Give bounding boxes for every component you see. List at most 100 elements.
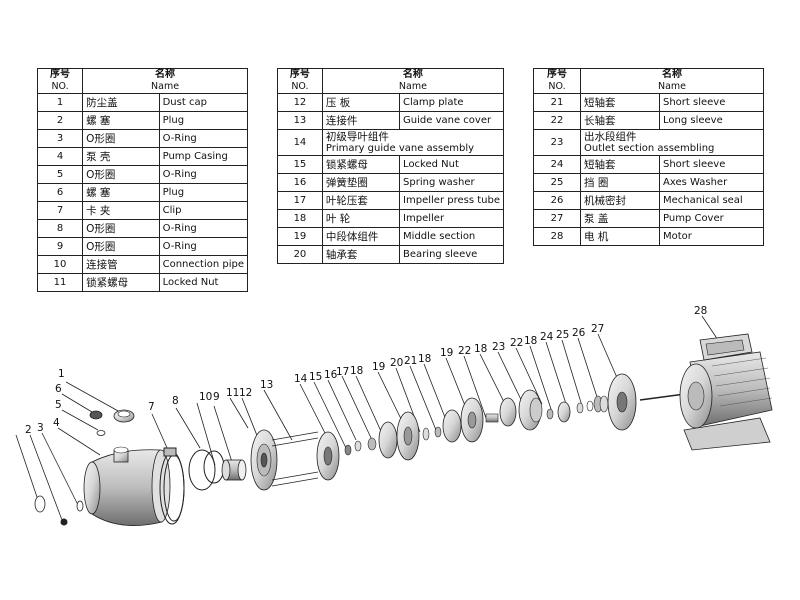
callout-24: 24 xyxy=(540,331,554,343)
long-sleeve-part xyxy=(546,408,554,420)
outlet-section-part xyxy=(518,389,543,431)
callout-17: 17 xyxy=(336,366,349,378)
callout-6: 6 xyxy=(55,383,62,395)
dust-cap-part xyxy=(113,409,135,423)
callout-11: 11 xyxy=(226,387,239,399)
callout-1: 1 xyxy=(58,368,65,380)
primary-guide-vane-part xyxy=(316,431,340,481)
callout-8: 8 xyxy=(172,395,179,407)
plug-part xyxy=(89,410,103,420)
callout-25: 25 xyxy=(556,329,569,341)
impeller-press-tube-part xyxy=(367,437,377,451)
callout-15: 15 xyxy=(309,371,322,383)
callout-18: 18 xyxy=(524,335,537,347)
callout-20: 20 xyxy=(390,357,403,369)
locked-nut-part xyxy=(344,444,352,456)
clamp-plate-part xyxy=(250,429,278,491)
impeller-part xyxy=(442,409,462,443)
plug-part xyxy=(60,518,68,526)
short-sleeve-part xyxy=(434,426,442,438)
mechanical-seal-part xyxy=(593,395,609,413)
o-ring-part xyxy=(96,430,106,436)
callout-19: 19 xyxy=(440,347,453,359)
long-sleeve-part xyxy=(485,413,499,423)
impeller-part xyxy=(499,397,517,427)
callout-22: 22 xyxy=(458,345,471,357)
connection-pipe-part xyxy=(221,459,247,481)
callout-3: 3 xyxy=(37,422,44,434)
callout-12: 12 xyxy=(239,387,252,399)
callout-18: 18 xyxy=(350,365,363,377)
clip-part xyxy=(159,447,185,525)
callout-4: 4 xyxy=(53,417,60,429)
callout-26: 26 xyxy=(572,327,586,339)
o-ring-part xyxy=(188,449,216,491)
middle-section-part xyxy=(460,397,484,443)
o-ring-part xyxy=(76,500,84,512)
callout-labels: 1 2 3 4 5 6 7 8 10 9 11 12 13 14 15 16 1… xyxy=(25,305,707,436)
callout-19: 19 xyxy=(372,361,385,373)
callout-21: 21 xyxy=(404,355,417,367)
short-sleeve-part xyxy=(576,402,584,414)
callout-13: 13 xyxy=(260,379,273,391)
callout-5: 5 xyxy=(55,399,62,411)
axes-washer-part xyxy=(586,400,594,412)
pump-casing-part xyxy=(83,446,171,526)
pump-cover-part xyxy=(607,373,637,431)
bearing-sleeve-part xyxy=(422,427,430,441)
guide-vane-cover-part xyxy=(271,431,319,487)
impeller-part xyxy=(557,401,571,423)
middle-section-part xyxy=(396,411,420,461)
callout-18: 18 xyxy=(474,343,487,355)
callout-27: 27 xyxy=(591,323,604,335)
spring-washer-part xyxy=(354,440,362,452)
callout-23: 23 xyxy=(492,341,505,353)
callout-16: 16 xyxy=(324,369,338,381)
callout-10: 10 xyxy=(199,391,212,403)
callout-7: 7 xyxy=(148,401,155,413)
callout-28: 28 xyxy=(694,305,707,317)
callout-2: 2 xyxy=(25,424,32,436)
callout-18: 18 xyxy=(418,353,431,365)
callout-22: 22 xyxy=(510,337,523,349)
motor-part xyxy=(679,333,773,451)
impeller-part xyxy=(378,421,398,459)
exploded-view-diagram: 1 2 3 4 5 6 7 8 10 9 11 12 13 14 15 16 1… xyxy=(15,305,773,526)
